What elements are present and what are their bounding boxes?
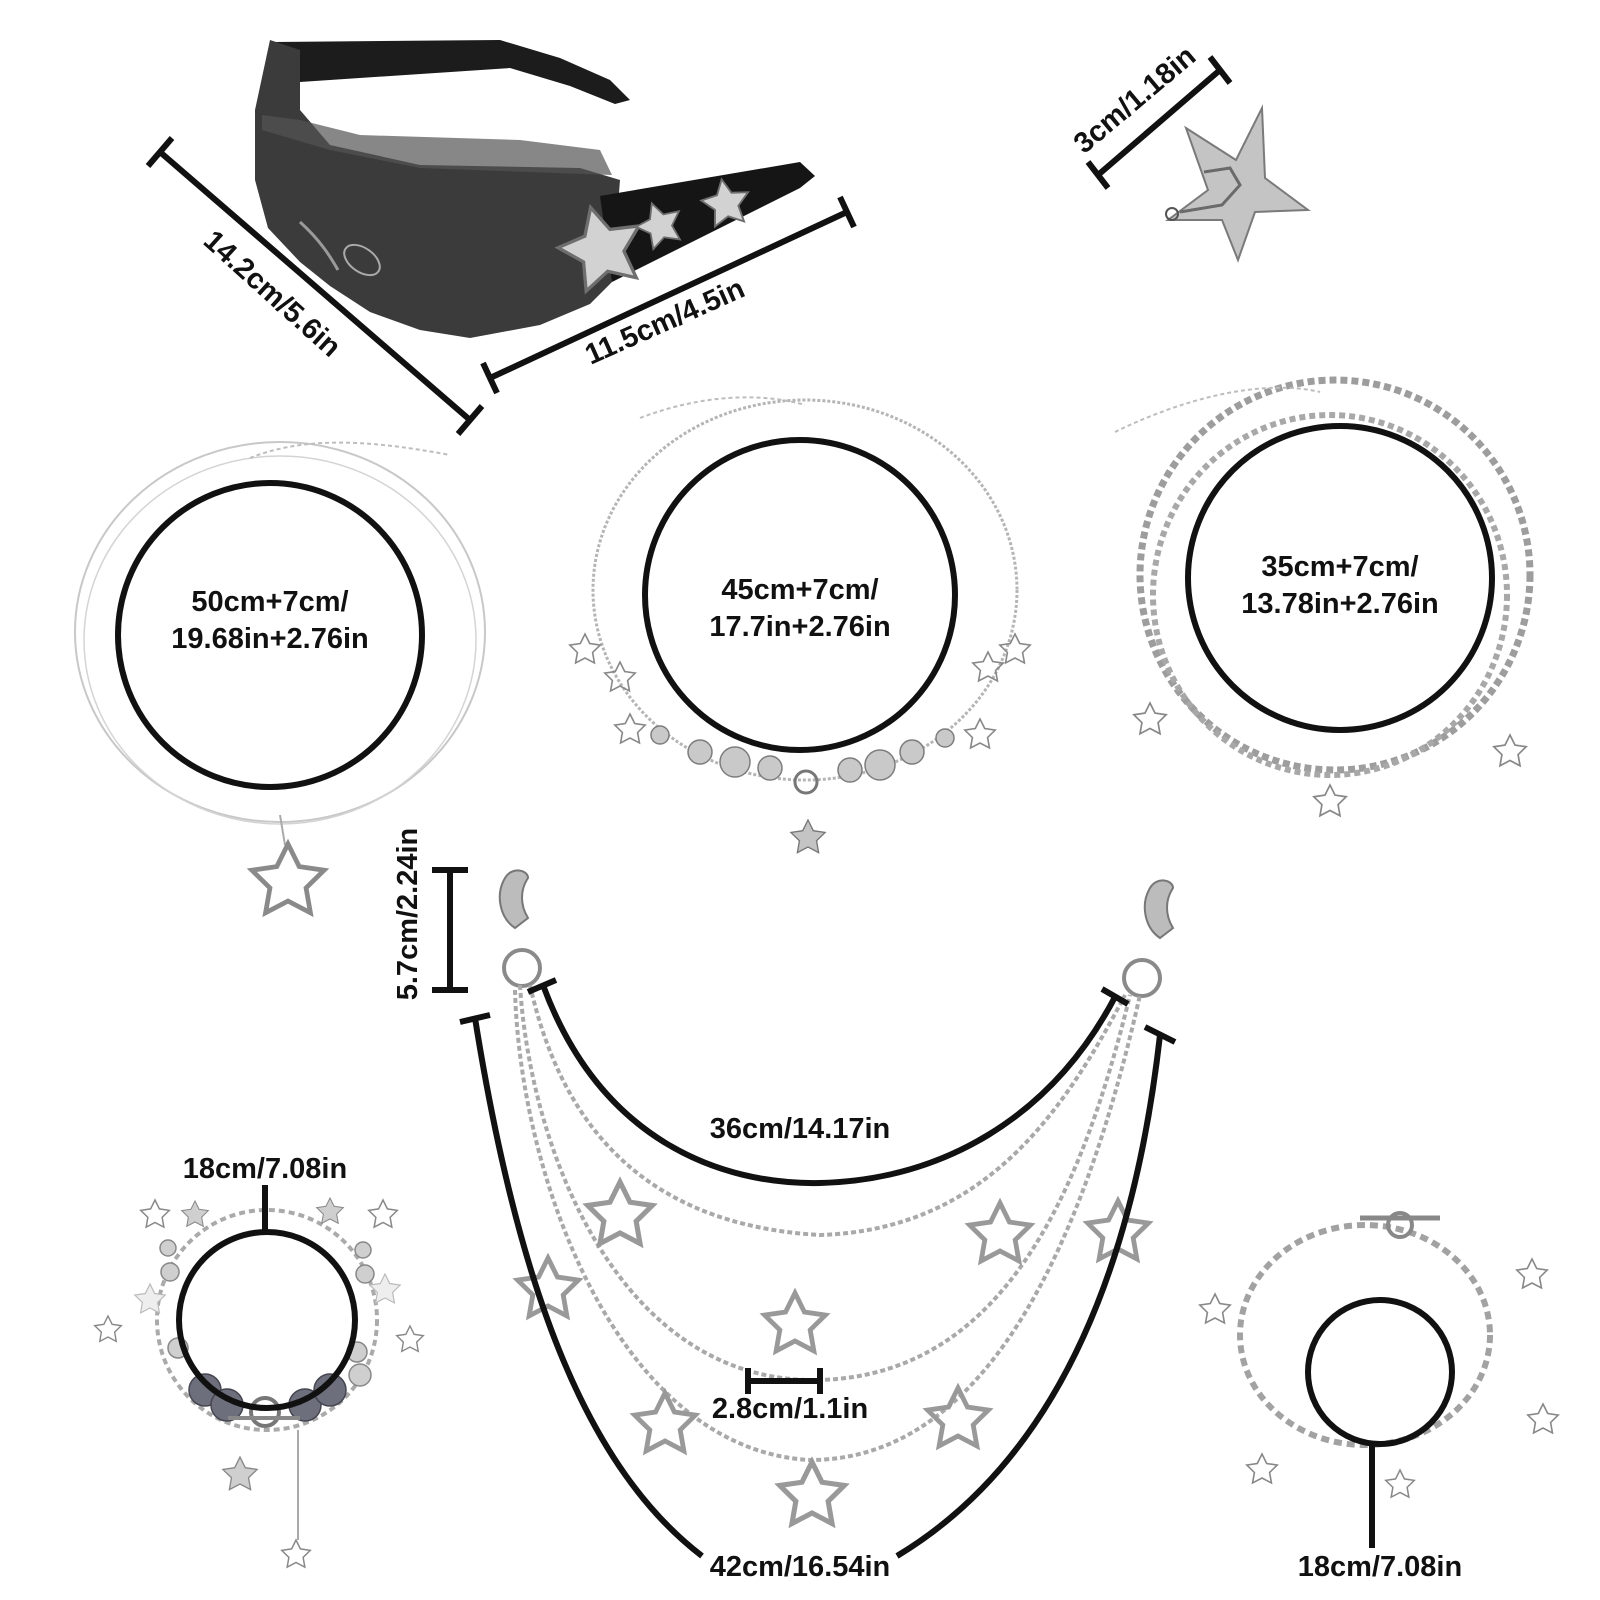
necklace-3-label-line1: 35cm+7cm/ bbox=[1261, 551, 1419, 583]
necklace-3-label-line2: 13.78in+2.76in bbox=[1241, 588, 1439, 620]
star-pendant-label: 2.8cm/1.1in bbox=[711, 1393, 869, 1425]
chain-outer-label: 42cm/16.54in bbox=[709, 1551, 891, 1583]
cuban-chain-star-necklace bbox=[1114, 376, 1534, 817]
bracelet-right-label: 18cm/7.08in bbox=[1297, 1551, 1463, 1583]
necklace-2-label-line1: 45cm+7cm/ bbox=[721, 574, 879, 606]
star-charm-icon bbox=[790, 819, 826, 854]
figaro-star-bracelet bbox=[1199, 1211, 1559, 1498]
far-temple bbox=[275, 40, 630, 104]
necklace-1-label-line2: 19.68in+2.76in bbox=[171, 623, 369, 655]
chain-hook-label: 5.7cm/2.24in bbox=[392, 827, 424, 1001]
bracelet-left-dimension bbox=[176, 1185, 358, 1411]
lens bbox=[255, 40, 620, 338]
chain-dimension-lines bbox=[432, 867, 1177, 1559]
star-sunglasses bbox=[255, 40, 815, 338]
glasses-dimension-lines bbox=[145, 136, 857, 436]
bracelet-right-dimension bbox=[1305, 1297, 1455, 1548]
left-clasp-icon bbox=[498, 869, 530, 930]
necklace-1-measure-circle bbox=[115, 480, 425, 790]
star-hair-clip bbox=[1165, 104, 1311, 263]
pearl-star-bracelet bbox=[93, 1197, 424, 1568]
necklace-3-measure-circle bbox=[1185, 423, 1495, 733]
beaded-star-necklace bbox=[568, 396, 1031, 854]
right-clasp-icon bbox=[1143, 879, 1175, 940]
bracelet-left-label: 18cm/7.08in bbox=[182, 1153, 348, 1185]
chain-inner-label: 36cm/14.17in bbox=[709, 1113, 891, 1145]
hairclip-dimension-line bbox=[1085, 55, 1233, 190]
necklace-2-measure-circle bbox=[642, 437, 958, 753]
star-pendant-necklace bbox=[74, 441, 486, 913]
necklace-2-label-line2: 17.7in+2.76in bbox=[709, 611, 891, 643]
necklace-1-label-line1: 50cm+7cm/ bbox=[191, 586, 349, 618]
star-pendant-icon bbox=[252, 844, 324, 913]
near-temple bbox=[600, 162, 815, 282]
